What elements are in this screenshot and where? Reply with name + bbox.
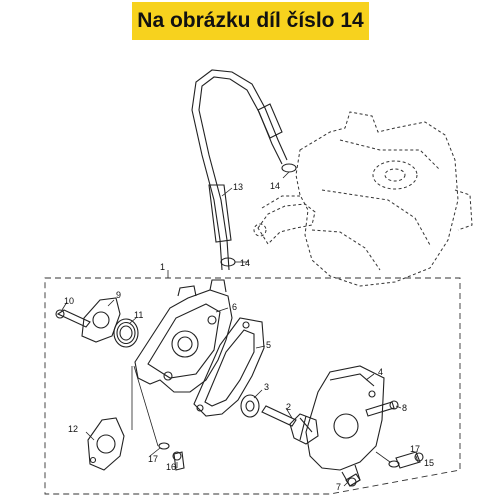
callout-13: 13 (233, 182, 243, 192)
coolant-hose (191, 69, 288, 271)
callout-14-lower: 14 (240, 258, 250, 268)
pump-housing-6 (134, 279, 233, 393)
bolt-8 (365, 400, 399, 417)
callout-16: 16 (166, 462, 176, 472)
callout-14-upper: 14 (270, 181, 280, 191)
drain-bolt-15 (395, 451, 424, 469)
water-pump-assembly-boundary (44, 277, 461, 495)
callout-2: 2 (286, 402, 291, 412)
gasket-plate-12 (87, 417, 125, 471)
callout-7: 7 (336, 482, 341, 492)
bearing-11 (113, 318, 139, 348)
callout-8: 8 (402, 403, 407, 413)
callout-17-right: 17 (410, 444, 420, 454)
washer-17-left (158, 442, 170, 450)
washer-17-right (388, 460, 400, 468)
callout-1: 1 (160, 262, 165, 272)
engine-block-outline (295, 111, 473, 287)
pump-cover-4 (305, 365, 385, 487)
gasket-5 (193, 317, 265, 417)
callout-labels: 1 2 3 4 5 6 7 8 9 10 11 12 13 14 14 15 1… (64, 181, 434, 492)
hose-clamp-upper (281, 163, 297, 179)
callout-10: 10 (64, 296, 74, 306)
callout-15: 15 (424, 458, 434, 468)
callout-4: 4 (378, 367, 383, 377)
seal-3 (240, 394, 260, 418)
leader-lines (61, 187, 419, 487)
drain-bolt-16 (172, 451, 185, 471)
part-number-banner: Na obrázku díl číslo 14 (132, 2, 369, 40)
callout-17-left: 17 (148, 454, 158, 464)
callout-5: 5 (266, 340, 271, 350)
bolt-10 (55, 309, 91, 328)
callout-11: 11 (134, 310, 143, 320)
callout-12: 12 (68, 424, 78, 434)
thermostat-pipe (253, 195, 316, 245)
callout-6: 6 (232, 302, 237, 312)
callout-3: 3 (264, 382, 269, 392)
impeller-shaft-2 (261, 405, 319, 445)
callout-9: 9 (116, 290, 121, 300)
bolt-7 (345, 473, 361, 487)
hose-clamp-lower (220, 257, 249, 267)
banner-title: Na obrázku díl číslo 14 (137, 9, 364, 32)
